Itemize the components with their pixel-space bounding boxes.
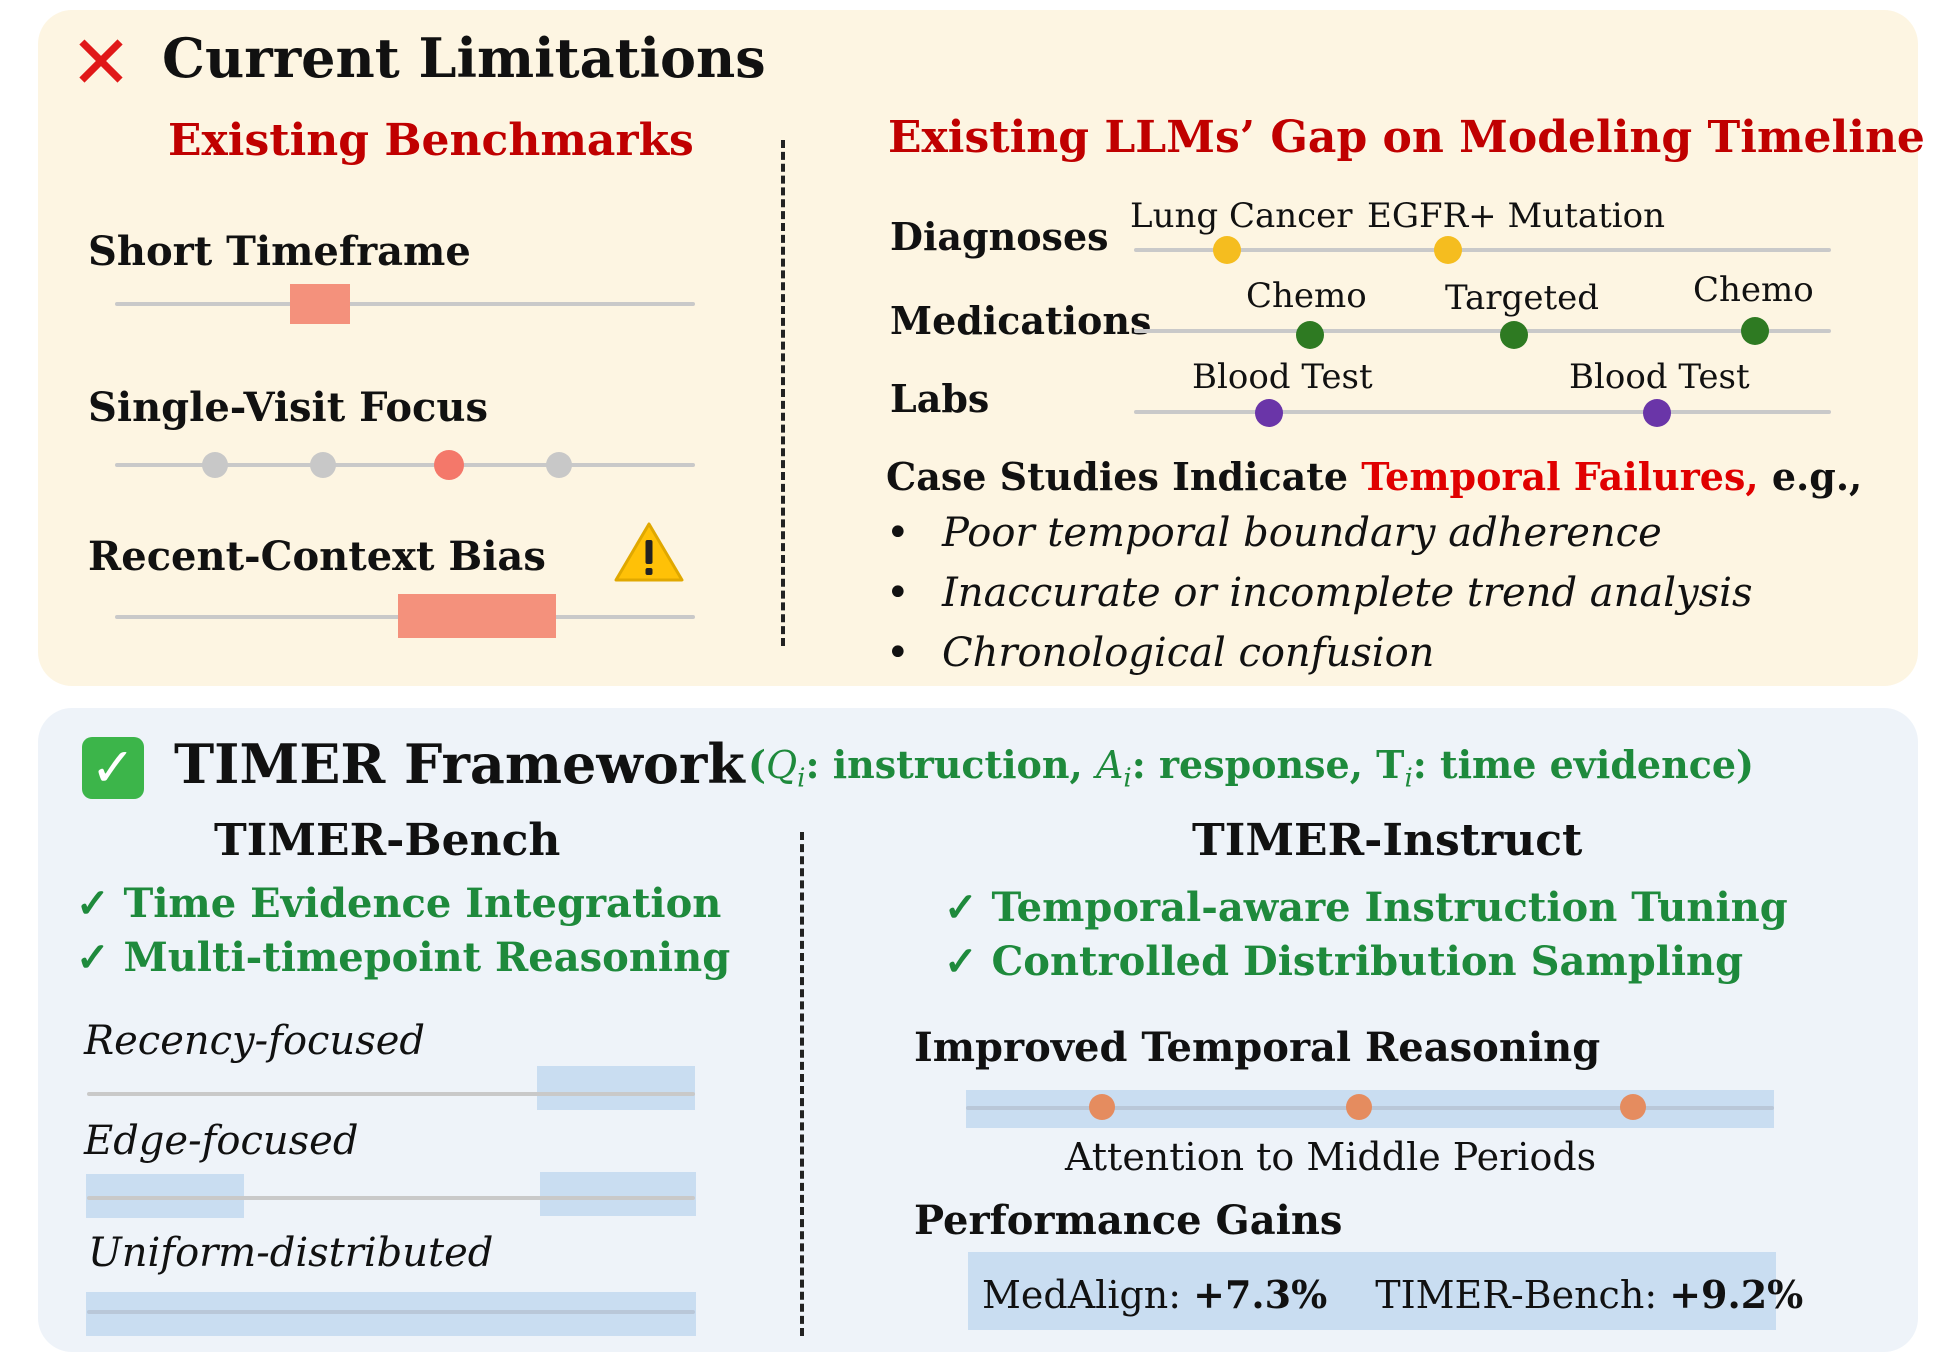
timerbench-gain: +9.2%	[1669, 1272, 1804, 1317]
warning-icon	[614, 522, 684, 582]
distribution-uniform-label: Uniform-distributed	[88, 1230, 494, 1276]
framework-title: TIMER Framework	[174, 732, 745, 796]
event-chemo-2: Chemo	[1693, 270, 1814, 310]
visit-dot	[202, 452, 228, 478]
recency-window	[537, 1066, 695, 1110]
framework-panel	[38, 708, 1918, 1352]
visit-dot-focused	[434, 450, 464, 480]
bench-check-item: ✓ Multi-timepoint Reasoning	[76, 934, 731, 981]
event-targeted: Targeted	[1445, 278, 1599, 318]
event-chemo-1: Chemo	[1246, 276, 1367, 316]
limitations-panel	[38, 10, 1918, 686]
gains-box	[968, 1252, 1776, 1330]
framework-legend: (Qi: instruction, Ai: response, Ti: time…	[748, 742, 1754, 794]
attention-dot	[1620, 1094, 1646, 1120]
timer-bench-heading: TIMER-Bench	[214, 815, 561, 866]
diagnoses-label: Diagnoses	[890, 214, 1109, 259]
uniform-window	[86, 1292, 696, 1336]
event-egfr-mutation: EGFR+ Mutation	[1367, 196, 1666, 236]
instruct-check-item: ✓ Temporal-aware Instruction Tuning	[944, 884, 1788, 931]
visit-dot	[310, 452, 336, 478]
attention-dot	[1346, 1094, 1372, 1120]
distribution-recency-label: Recency-focused	[84, 1018, 425, 1064]
failure-item: •	[886, 570, 910, 616]
instruct-check-item: ✓ Controlled Distribution Sampling	[944, 938, 1744, 985]
case-studies-line: Case Studies Indicate Temporal Failures,…	[886, 454, 1863, 499]
cross-icon: ✕	[70, 20, 133, 106]
medalign-gain: +7.3%	[1193, 1272, 1328, 1317]
short-timeframe-track	[115, 302, 695, 306]
labs-track	[1134, 410, 1831, 414]
timer-instruct-heading: TIMER-Instruct	[1192, 815, 1583, 866]
failure-item: •	[886, 630, 910, 676]
edge-track	[87, 1196, 695, 1200]
event-blood-test-1: Blood Test	[1192, 357, 1373, 397]
medications-track	[1134, 329, 1831, 333]
diagnosis-dot	[1434, 236, 1462, 264]
visit-dot	[546, 452, 572, 478]
uniform-track	[87, 1310, 695, 1314]
single-visit-label: Single-Visit Focus	[88, 384, 488, 431]
single-visit-track	[115, 463, 695, 467]
diagnoses-track	[1134, 248, 1831, 252]
distribution-edge-label: Edge-focused	[84, 1118, 359, 1164]
failure-item: •	[886, 510, 910, 556]
recent-context-label: Recent-Context Bias	[88, 533, 546, 580]
check-box-icon: ✓	[82, 737, 144, 799]
temporal-failures-highlight: Temporal Failures,	[1361, 454, 1759, 499]
gains-values: MedAlign: +7.3%TIMER-Bench: +9.2%	[982, 1272, 1804, 1317]
recency-track	[87, 1092, 695, 1096]
edge-window-end	[540, 1172, 696, 1216]
gap-heading: Existing LLMs’ Gap on Modeling Timeline	[888, 112, 1925, 163]
limitations-title: Current Limitations	[162, 26, 766, 90]
event-blood-test-2: Blood Test	[1569, 357, 1750, 397]
labs-label: Labs	[890, 376, 990, 421]
improved-reasoning-label: Improved Temporal Reasoning	[914, 1024, 1601, 1071]
medication-dot	[1296, 321, 1324, 349]
bench-check-item: ✓ Time Evidence Integration	[76, 880, 722, 927]
attention-dot	[1089, 1094, 1115, 1120]
diagnosis-dot	[1213, 236, 1241, 264]
lab-dot	[1255, 399, 1283, 427]
lab-dot	[1643, 399, 1671, 427]
limitations-divider	[781, 140, 785, 646]
failure-item-text: Chronological confusion	[942, 630, 1435, 676]
event-lung-cancer: Lung Cancer	[1130, 196, 1353, 236]
benchmarks-heading: Existing Benchmarks	[168, 115, 694, 166]
recent-context-window	[398, 594, 556, 638]
short-timeframe-label: Short Timeframe	[88, 228, 471, 275]
medication-dot	[1500, 321, 1528, 349]
short-timeframe-window	[290, 284, 350, 324]
attention-caption: Attention to Middle Periods	[1065, 1135, 1597, 1179]
performance-gains-label: Performance Gains	[914, 1197, 1343, 1244]
medication-dot	[1741, 317, 1769, 345]
failure-item-text: Poor temporal boundary adherence	[942, 510, 1662, 556]
failure-item-text: Inaccurate or incomplete trend analysis	[942, 570, 1753, 616]
medications-label: Medications	[890, 298, 1152, 343]
framework-divider	[800, 832, 804, 1336]
